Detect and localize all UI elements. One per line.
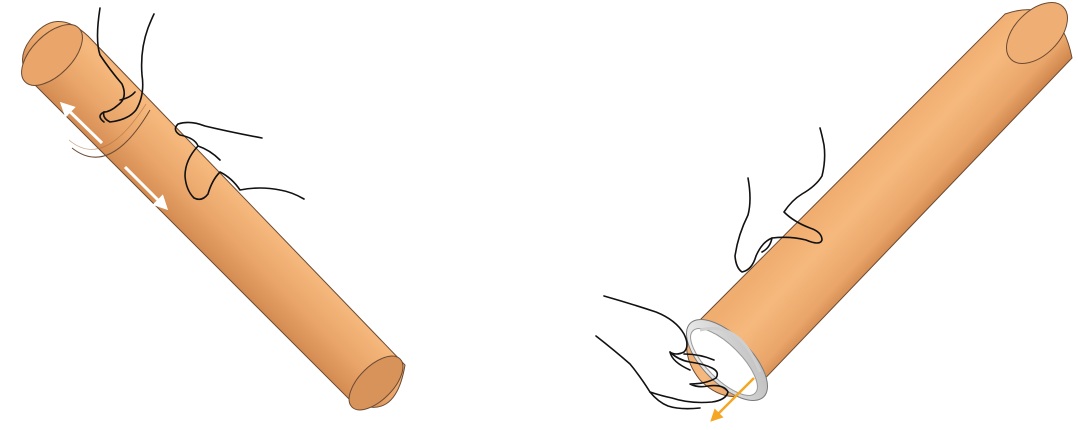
tube-body-right — [687, 10, 1072, 397]
panel-telescoping-tube — [11, 8, 412, 419]
panel-remove-end-cap — [596, 0, 1078, 420]
tube-body-left — [23, 21, 406, 407]
